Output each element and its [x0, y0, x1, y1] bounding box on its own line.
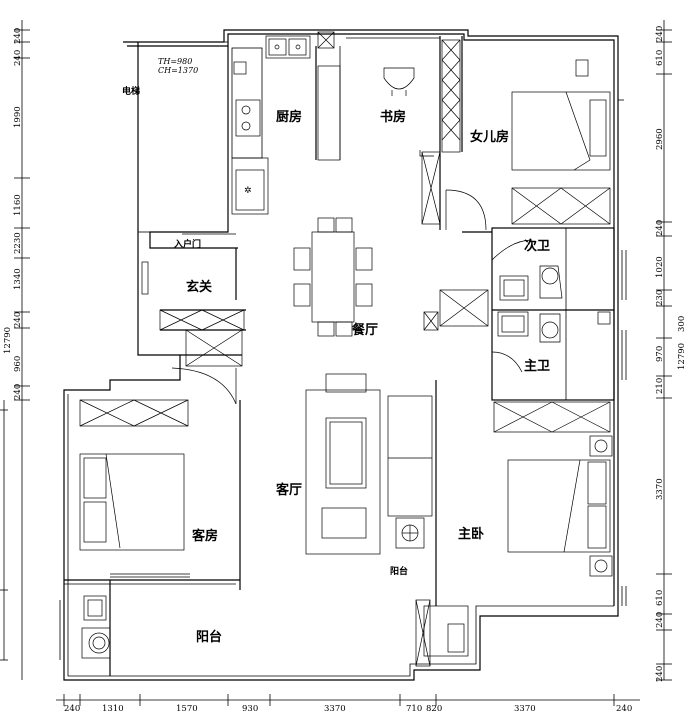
dimension-left: 240 240 1990 1160 2230 1340 240 960 240 …	[0, 20, 30, 680]
kitchen-fixtures: ✲	[231, 35, 341, 215]
dim-right-7: 970	[655, 346, 665, 362]
daughter-bed	[511, 59, 611, 171]
wardrobes	[79, 31, 611, 667]
label-balcony-small: 阳台	[390, 565, 408, 577]
living-furniture	[305, 373, 433, 555]
label-elevator: 电梯	[122, 85, 140, 97]
windows	[59, 29, 627, 660]
dim-bottom-6: 820	[426, 704, 442, 711]
dim-right-11: 610	[655, 590, 665, 606]
label-foyer: 玄关	[186, 279, 212, 295]
room-labels: 厨房 书房 女儿房 电梯 入户门 玄关 餐厅 次卫 主卫 客厅 客房 主卧 阳台…	[122, 57, 550, 645]
dim-bottom-1: 1310	[102, 704, 124, 711]
dim-left-4: 2230	[13, 232, 23, 254]
dim-right-4: 1020	[655, 256, 665, 278]
label-second-bath: 次卫	[524, 238, 550, 254]
balcony-fixtures	[81, 595, 111, 659]
label-living: 客厅	[276, 482, 302, 498]
dim-left-6: 240	[13, 312, 23, 328]
label-master-bedroom: 主卧	[458, 526, 484, 542]
dim-left-9: 12790	[3, 327, 13, 354]
outer-walls	[63, 29, 619, 681]
dining-set	[293, 217, 373, 337]
note-ceiling-height: CH=1370	[158, 66, 198, 75]
dim-bottom-4: 3370	[324, 704, 346, 711]
label-entrance-door: 入户门	[173, 238, 201, 250]
dim-right-12: 240	[655, 612, 665, 628]
bath-fixtures	[423, 265, 611, 657]
svg-text:✲: ✲	[244, 186, 252, 196]
dim-bottom-3: 930	[242, 704, 258, 711]
dim-right-5: 230	[655, 290, 665, 306]
dim-left-2: 1990	[13, 106, 23, 128]
dim-bottom-0: 240	[64, 704, 80, 711]
interior-walls	[64, 36, 615, 676]
doors	[141, 150, 533, 405]
dim-right-9: 12790	[677, 343, 687, 370]
dim-right-3: 240	[655, 220, 665, 236]
label-master-bath: 主卫	[524, 358, 550, 374]
label-daughter-room: 女儿房	[470, 129, 509, 145]
dim-bottom-5: 710	[406, 704, 422, 711]
dim-left-3: 1160	[13, 194, 23, 216]
dim-right-2: 2960	[655, 128, 665, 150]
dim-right-8: 210	[655, 378, 665, 394]
dim-right-13: 240	[655, 666, 665, 682]
dim-right-10: 3370	[655, 478, 665, 500]
dim-right-6: 300	[677, 316, 687, 332]
dim-right-0: 240	[655, 26, 665, 42]
study-chair	[383, 67, 415, 96]
dim-left-7: 960	[13, 356, 23, 372]
dim-bottom-7: 3370	[514, 704, 536, 711]
guest-bed	[79, 453, 185, 551]
dimension-right: 240 610 2960 240 1020 230 300 970 210 12…	[655, 20, 687, 682]
dim-left-8: 240	[13, 384, 23, 400]
label-kitchen: 厨房	[276, 109, 302, 125]
dim-bottom-8: 240	[616, 704, 632, 711]
dim-right-1: 610	[655, 50, 665, 66]
dimension-bottom: 240 1310 1570 930 3370 710 820 3370 240	[56, 694, 640, 711]
dim-left-0: 240	[13, 28, 23, 44]
master-bed	[507, 435, 613, 577]
note-window-height: TH=980	[158, 57, 192, 66]
label-guest-room: 客房	[192, 528, 218, 544]
label-study: 书房	[380, 109, 406, 125]
label-balcony: 阳台	[196, 629, 222, 645]
dim-bottom-2: 1570	[176, 704, 198, 711]
dim-left-1: 240	[13, 50, 23, 66]
dim-left-5: 1340	[13, 268, 23, 290]
label-dining: 餐厅	[351, 322, 378, 338]
